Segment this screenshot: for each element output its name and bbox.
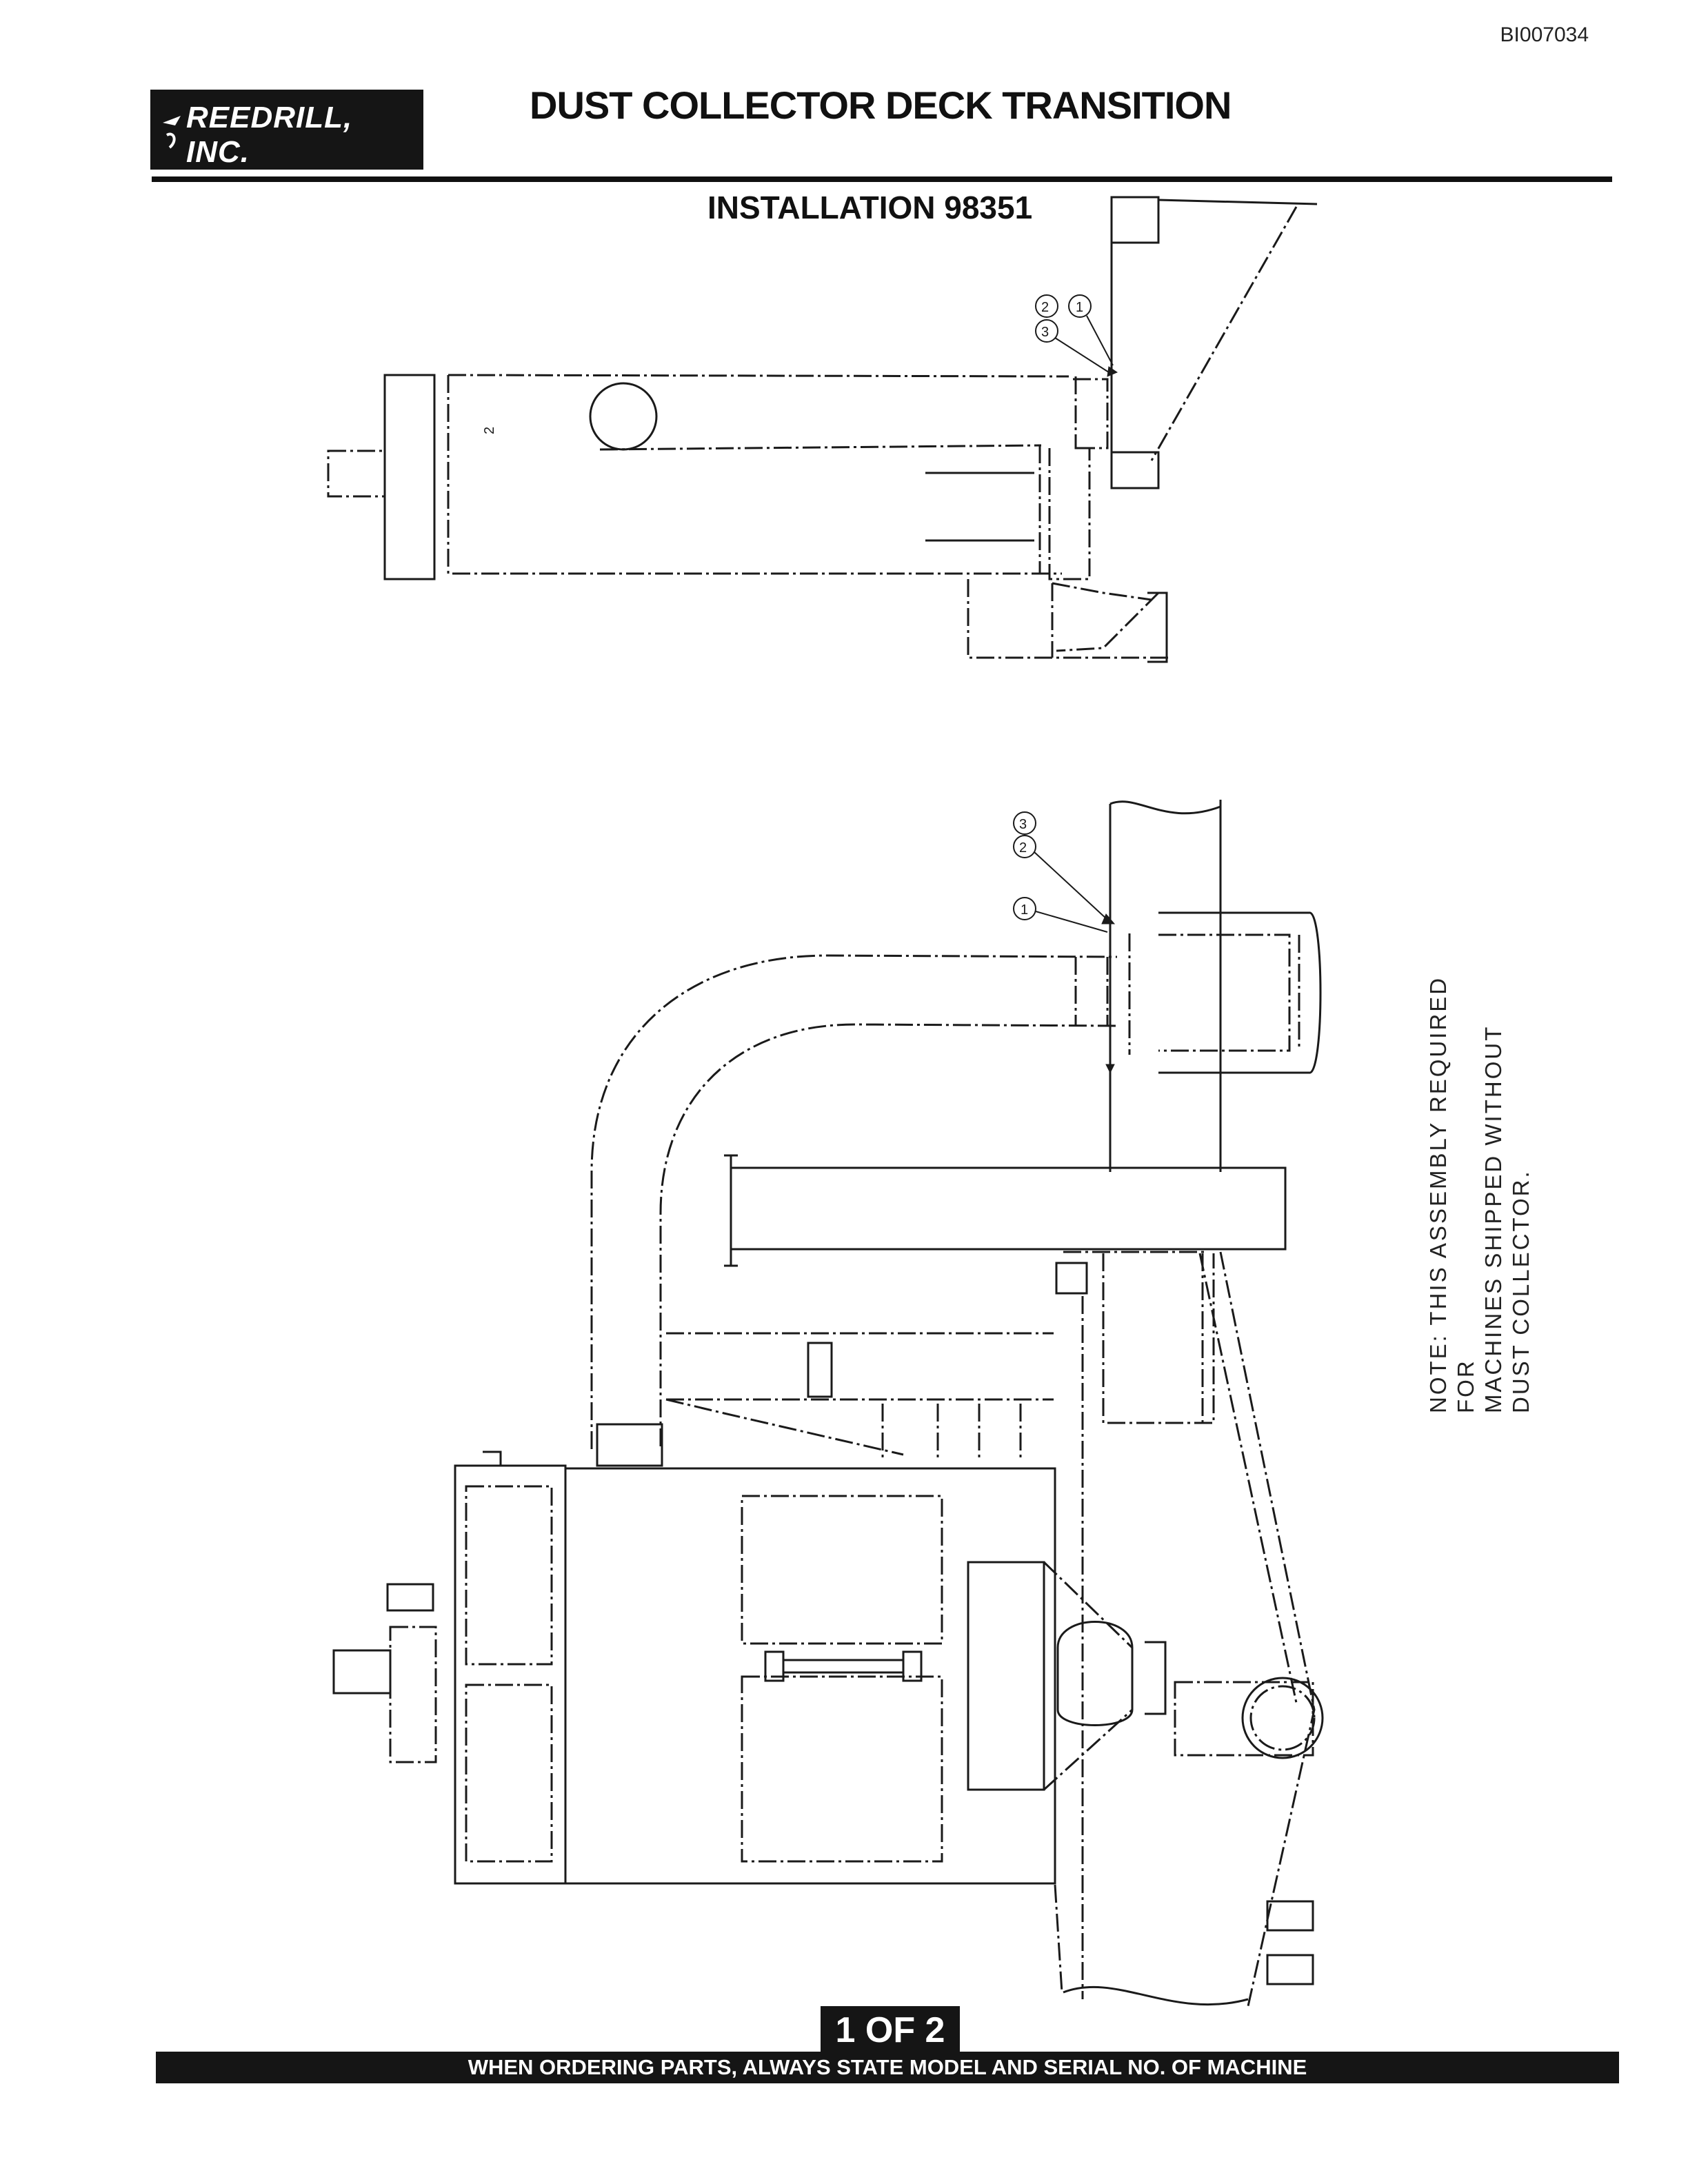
top-view: 2 2 3 1 xyxy=(327,196,1318,663)
callout-3-lower: 3 xyxy=(1019,817,1027,832)
installation-subtitle: INSTALLATION 98351 xyxy=(707,190,1033,225)
page-title: DUST COLLECTOR DECK TRANSITION xyxy=(530,83,1232,127)
part-mark: 2 xyxy=(482,427,497,434)
callout-1-lower: 1 xyxy=(1021,902,1028,918)
callout-3-top: 3 xyxy=(1041,325,1049,340)
header-divider xyxy=(152,176,1612,182)
lower-view: 3 2 1 xyxy=(332,800,1324,2007)
company-logo: REEDRILL, INC. xyxy=(150,90,423,170)
assembly-note: NOTE: THIS ASSEMBLY REQUIRED FOR MACHINE… xyxy=(1425,975,1534,1413)
ordering-note-bar: WHEN ORDERING PARTS, ALWAYS STATE MODEL … xyxy=(156,2052,1619,2083)
drill-logo-icon xyxy=(163,116,181,149)
page-indicator: 1 OF 2 xyxy=(821,2006,960,2054)
callout-1-top: 1 xyxy=(1076,300,1083,315)
callout-2-lower: 2 xyxy=(1019,840,1027,856)
document-id: BI007034 xyxy=(1500,23,1589,46)
callout-2-top: 2 xyxy=(1041,300,1049,315)
logo-text: REEDRILL, INC. xyxy=(186,101,353,169)
